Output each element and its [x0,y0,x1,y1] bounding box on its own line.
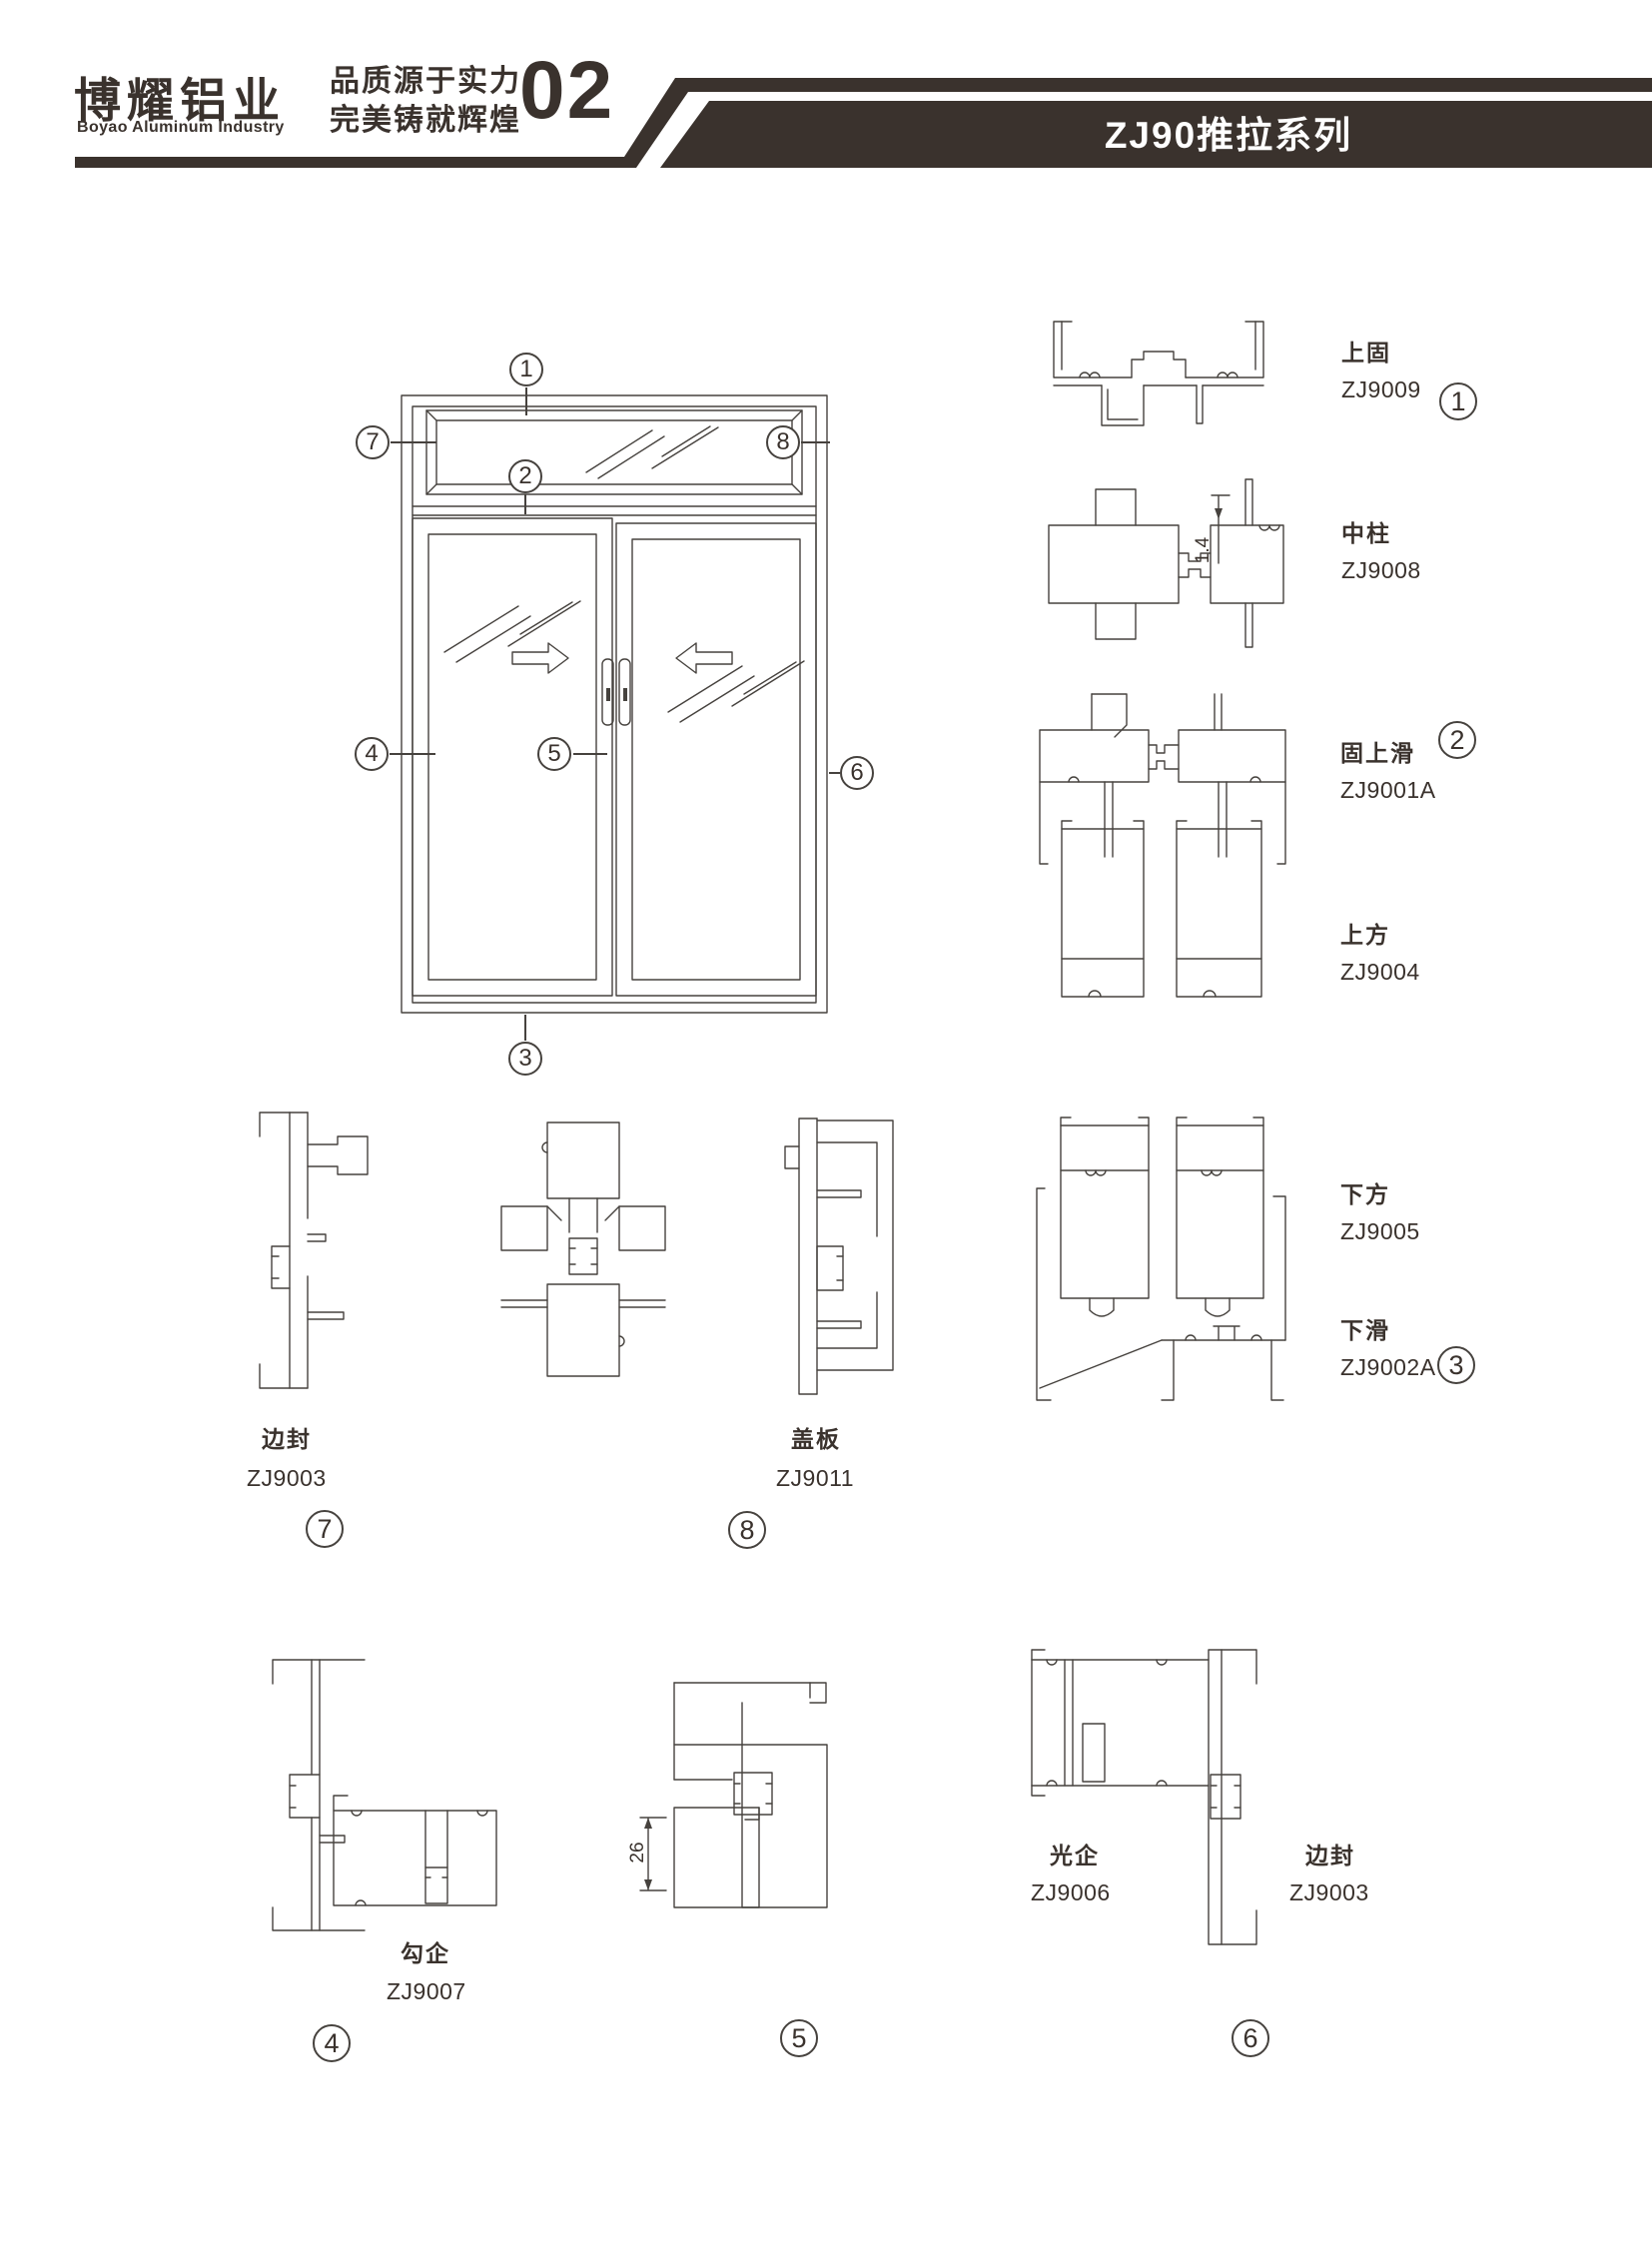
profile-name-guangqi: 光企 [1050,1843,1100,1868]
section-callout-3: 3 [1437,1346,1475,1384]
callout-8: 8 [766,425,800,459]
slide-left-arrow-icon [675,642,733,674]
profile-code-gushanghua: ZJ9001A [1340,777,1436,803]
profile-drawing-shanggu [1053,321,1264,426]
profile-drawing-guangqi-bianfeng [1031,1649,1257,1945]
leader-line-5 [573,753,607,755]
profile-drawing-mid-joint [500,1121,666,1377]
profile-name-zhongzhu: 中柱 [1341,520,1391,546]
profile-name-shangfang: 上方 [1340,922,1390,948]
profile-name-shanggu: 上固 [1341,340,1391,366]
company-tagline: 品质源于实力 完美铸就辉煌 [330,62,521,140]
leader-line-3 [524,1015,526,1041]
company-logo-subtext: Boyao Aluminum Industry [77,119,285,136]
tagline-line2: 完美铸就辉煌 [330,104,521,137]
section-callout-2: 2 [1438,721,1476,759]
profile-drawing-zhongzhu [1048,478,1284,648]
leader-line-1 [525,387,527,415]
handle-left [601,658,614,726]
section-callout-4: 4 [313,2024,351,2062]
profile-name-gushanghua: 固上滑 [1340,740,1415,766]
profile-code-shanggu: ZJ9009 [1341,376,1421,402]
page-number: 02 [519,45,615,136]
profile-name-bianfeng-right: 边封 [1305,1843,1355,1868]
profile-code-bianfeng-left: ZJ9003 [247,1465,327,1491]
profile-code-gaiban: ZJ9011 [776,1465,855,1491]
company-logo-text: 博耀铝业 [74,74,286,127]
profile-drawing-gushanghua-shangfang [1039,693,1286,998]
profile-name-gaiban: 盖板 [791,1426,841,1452]
section-callout-1: 1 [1439,382,1477,420]
slide-right-arrow-icon [511,642,569,674]
dimension-26: 26 [627,1842,648,1864]
profile-drawing-gouqi [272,1659,497,1931]
profile-code-xiafang: ZJ9005 [1340,1218,1420,1244]
profile-code-xiahua: ZJ9002A [1340,1354,1436,1380]
leader-line-2 [524,494,526,514]
profile-drawing-xiafang-xiahua [1036,1117,1286,1401]
header-banner-graphics [75,78,1652,168]
profile-code-gouqi: ZJ9007 [387,1978,466,2004]
section-callout-6: 6 [1232,2019,1269,2057]
profile-name-bianfeng-left: 边封 [262,1426,312,1452]
callout-4: 4 [355,737,389,771]
callout-5: 5 [537,737,571,771]
callout-7: 7 [356,425,390,459]
window-elevation-drawing [401,394,828,1014]
handle-right [618,658,631,726]
section-callout-7: 7 [306,1510,344,1548]
leader-line-4 [390,753,435,755]
profile-drawing-meeting-stile [639,1682,828,1908]
profile-name-xiafang: 下方 [1340,1181,1390,1207]
series-title: ZJ90推拉系列 [1104,115,1353,156]
callout-1: 1 [509,353,543,386]
leader-line-8 [801,441,830,443]
header-accent-stripe [75,78,1652,168]
leader-line-6 [829,772,840,774]
callout-2: 2 [508,459,542,493]
tagline-line1: 品质源于实力 [330,65,521,98]
section-callout-8: 8 [728,1511,766,1549]
profile-code-zhongzhu: ZJ9008 [1341,557,1421,583]
leader-line-7 [391,441,436,443]
callout-6: 6 [840,756,874,790]
section-callout-5: 5 [780,2019,818,2057]
profile-code-shangfang: ZJ9004 [1340,959,1420,985]
profile-name-gouqi: 勾企 [401,1940,450,1966]
dimension-1-4: 1.4 [1193,536,1214,564]
callout-3: 3 [508,1042,542,1076]
profile-code-bianfeng-right: ZJ9003 [1289,1879,1369,1905]
profile-code-guangqi: ZJ9006 [1031,1879,1111,1905]
profile-drawing-bianfeng-left [259,1112,369,1389]
header-banner [660,101,1652,168]
profile-name-xiahua: 下滑 [1340,1317,1390,1343]
profile-drawing-gaiban [784,1118,894,1395]
